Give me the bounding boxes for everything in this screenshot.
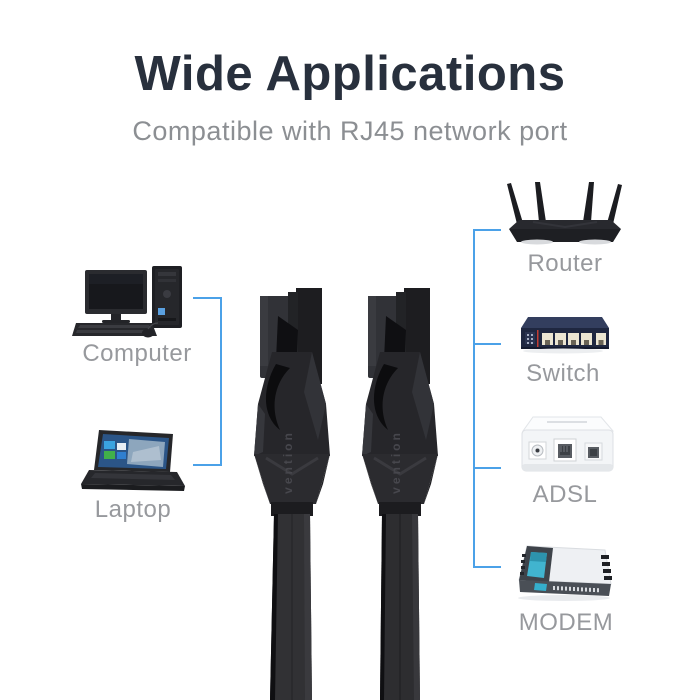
rj45-connector-right: vention <box>362 288 438 700</box>
desktop-computer-icon <box>72 266 182 338</box>
router-icon <box>507 182 622 245</box>
right-bracket-tick-adsl <box>475 467 501 469</box>
page-title: Wide Applications <box>134 47 566 101</box>
vention-brand-text: vention <box>281 430 295 494</box>
right-connection-bracket <box>473 229 501 568</box>
page-subtitle: Compatible with RJ45 network port <box>132 116 568 146</box>
left-connection-bracket <box>193 297 222 466</box>
adsl-label: ADSL <box>532 481 598 508</box>
modem-icon <box>518 545 612 601</box>
switch-label: Switch <box>526 360 600 387</box>
network-switch-icon <box>521 317 609 354</box>
laptop-label: Laptop <box>94 496 172 523</box>
right-bracket-tick-switch <box>475 343 501 345</box>
vention-brand-text: vention <box>389 430 403 494</box>
laptop-icon <box>81 430 185 491</box>
modem-label: MODEM <box>518 609 614 636</box>
adsl-splitter-icon <box>521 416 615 472</box>
computer-label: Computer <box>82 340 192 367</box>
router-label: Router <box>527 250 603 277</box>
rj45-connector-left: vention <box>254 288 330 700</box>
flat-cable-left <box>270 514 312 700</box>
